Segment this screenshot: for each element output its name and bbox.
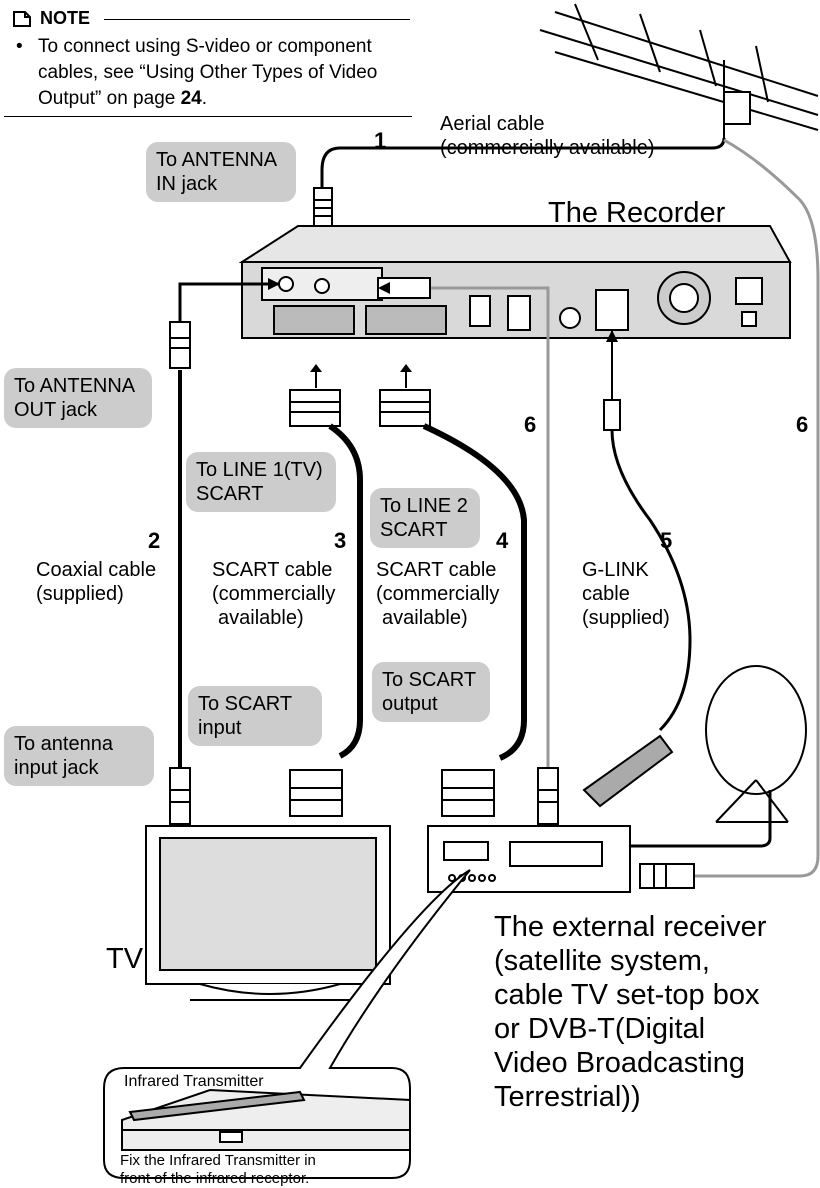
receiver-line-6: Terrestrial)) bbox=[494, 1081, 641, 1113]
note-icon bbox=[13, 10, 31, 27]
callout-antenna-in: To ANTENNA IN jack bbox=[146, 142, 296, 202]
callout-antenna-input-line2: input jack bbox=[14, 757, 99, 779]
note-text-end: . bbox=[201, 88, 208, 109]
cable-2-number: 2 bbox=[148, 528, 161, 553]
callout-line1-line2: SCART bbox=[196, 483, 264, 505]
glink-cable bbox=[610, 429, 692, 732]
cable-1-label: Aerial cable (commercially available) bbox=[440, 112, 655, 160]
callout-scart-output: To SCART output bbox=[372, 662, 490, 722]
receiver-line-2: (satellite system, bbox=[494, 945, 710, 977]
note-text: To connect using S-video or component ca… bbox=[16, 34, 406, 112]
satellite-dish-icon bbox=[705, 665, 807, 823]
callout-antenna-in-line2: IN jack bbox=[156, 173, 218, 195]
grey-plug-receiver bbox=[537, 767, 559, 825]
aerial-antenna-icon bbox=[539, 3, 819, 138]
callout-antenna-input-line1: To antenna bbox=[14, 733, 113, 755]
receiver-line-5: Video Broadcasting bbox=[494, 1047, 745, 1079]
cable-2-line1: Coaxial cable bbox=[36, 559, 157, 581]
aerial-plug bbox=[313, 187, 333, 229]
cable-2-label: Coaxial cable (supplied) bbox=[36, 558, 156, 606]
scart-plug-line2 bbox=[379, 389, 431, 427]
callout-scart-output-line1: To SCART bbox=[382, 669, 477, 691]
cable-4-line2: (commercially bbox=[376, 583, 500, 605]
cable-5-label: G-LINK cable (supplied) bbox=[582, 558, 670, 630]
callout-line2-line1: To LINE 2 bbox=[380, 495, 468, 517]
cable-1-number: 1 bbox=[374, 128, 387, 153]
dish-cable bbox=[630, 790, 772, 848]
cable-2-line2: (supplied) bbox=[36, 583, 124, 605]
grey-plug-antenna bbox=[639, 863, 695, 889]
callout-scart-input: To SCART input bbox=[188, 686, 322, 746]
infrared-instruction-line2: front of the infrared receptor. bbox=[120, 1170, 310, 1187]
coaxial-cable bbox=[178, 282, 280, 322]
cable-5-number: 5 bbox=[660, 528, 673, 553]
grey-cable-a bbox=[430, 286, 550, 770]
note-heading: NOTE bbox=[12, 8, 90, 29]
cable-1-line2: (commercially available) bbox=[440, 137, 655, 159]
coaxial-plug-bottom bbox=[169, 767, 191, 825]
note-rule bbox=[104, 19, 410, 20]
grey-cable-b bbox=[692, 138, 820, 878]
callout-line2: To LINE 2 SCART bbox=[370, 488, 480, 548]
callout-line2-line2: SCART bbox=[380, 519, 448, 541]
receiver-line-4: or DVB-T(Digital bbox=[494, 1013, 706, 1045]
note-title: NOTE bbox=[40, 8, 91, 28]
glink-plug bbox=[603, 399, 621, 431]
scart-cable-3 bbox=[328, 423, 363, 759]
callout-antenna-out: To ANTENNA OUT jack bbox=[4, 368, 152, 428]
cable-5-line2: cable bbox=[582, 583, 630, 605]
tv-title: TV bbox=[106, 943, 144, 975]
cable-4-label: SCART cable (commercially available) bbox=[376, 558, 499, 630]
cable-4-number: 4 bbox=[496, 528, 509, 553]
callout-antenna-out-line2: OUT jack bbox=[14, 399, 97, 421]
callout-line1: To LINE 1(TV) SCART bbox=[186, 452, 336, 512]
callout-antenna-in-line1: To ANTENNA bbox=[156, 149, 278, 171]
note-body: • To connect using S-video or component … bbox=[16, 34, 406, 112]
callout-scart-input-line2: input bbox=[198, 717, 242, 739]
cable-3-line1: SCART cable bbox=[212, 559, 333, 581]
infrared-instruction: Fix the Infrared Transmitter in front of… bbox=[120, 1152, 316, 1188]
callout-antenna-input: To antenna input jack bbox=[4, 726, 154, 786]
note-bullet: • bbox=[16, 36, 23, 57]
callout-scart-output-line2: output bbox=[382, 693, 438, 715]
receiver-line-3: cable TV set-top box bbox=[494, 979, 760, 1011]
infrared-transmitter-label: Infrared Transmitter bbox=[124, 1073, 264, 1090]
cable-6-number-a: 6 bbox=[524, 412, 537, 437]
scart-cable-4 bbox=[422, 423, 527, 761]
callout-scart-input-line1: To SCART bbox=[198, 693, 293, 715]
cable-5-line3: (supplied) bbox=[582, 607, 670, 629]
callout-antenna-out-line1: To ANTENNA bbox=[14, 375, 136, 397]
scart-plug-receiver bbox=[441, 769, 495, 817]
cable-4-line3: available) bbox=[382, 607, 468, 629]
cable-3-line3: available) bbox=[218, 607, 304, 629]
aerial-cable bbox=[320, 137, 726, 190]
cable-3-number: 3 bbox=[334, 528, 347, 553]
cable-4-line1: SCART cable bbox=[376, 559, 497, 581]
scart-plug-tv bbox=[289, 769, 343, 817]
note-page-ref: 24 bbox=[180, 88, 202, 109]
coaxial-plug-top bbox=[169, 321, 191, 369]
recorder-title: The Recorder bbox=[548, 197, 726, 229]
infrared-instruction-line1: Fix the Infrared Transmitter in bbox=[120, 1152, 316, 1169]
infrared-transmitter-icon bbox=[582, 734, 674, 808]
cable-3-label: SCART cable (commercially available) bbox=[212, 558, 335, 630]
callout-line1-line1: To LINE 1(TV) bbox=[196, 459, 323, 481]
receiver-line-1: The external receiver bbox=[494, 911, 767, 943]
cable-1-line1: Aerial cable bbox=[440, 113, 545, 135]
cable-6-number-b: 6 bbox=[796, 412, 809, 437]
tv-device bbox=[145, 825, 391, 1001]
ir-recorder-illustration bbox=[121, 1088, 411, 1151]
scart-plug-line1 bbox=[289, 389, 341, 427]
cable-5-line1: G-LINK bbox=[582, 559, 649, 581]
receiver-description: The external receiver (satellite system,… bbox=[494, 910, 766, 1114]
note-bottom-rule bbox=[4, 116, 412, 117]
recorder-device bbox=[238, 225, 792, 339]
cable-3-line2: (commercially bbox=[212, 583, 336, 605]
note-text-main: To connect using S-video or component ca… bbox=[38, 36, 378, 109]
